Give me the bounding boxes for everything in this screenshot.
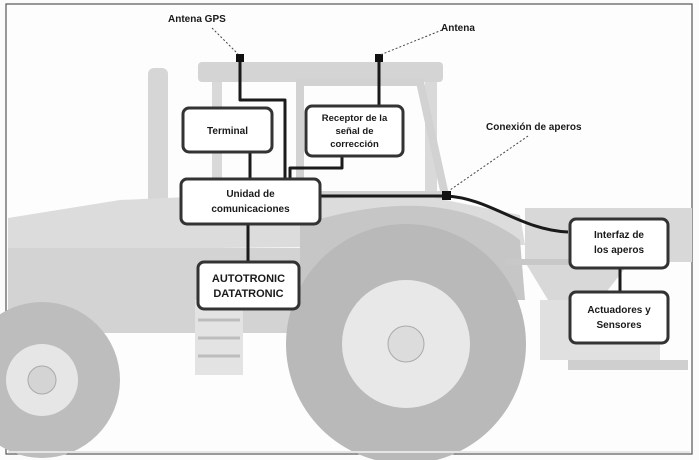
actuators-line-2: Sensores bbox=[596, 320, 641, 331]
terminal-box: Terminal bbox=[181, 106, 274, 154]
actuators-line-1: Actuadores y bbox=[587, 305, 651, 316]
unit-line-2: comunicaciones bbox=[211, 204, 290, 215]
interface-line-2: los aperos bbox=[594, 245, 644, 256]
interface-cable bbox=[445, 194, 569, 234]
unit-line-1: Unidad de bbox=[226, 189, 275, 200]
gps-antenna-node bbox=[236, 54, 244, 62]
autotronic-line-2: DATATRONIC bbox=[213, 288, 283, 300]
implement-connector-node bbox=[442, 191, 451, 200]
terminal-label: Terminal bbox=[207, 126, 248, 137]
interface-line-1: Interfaz de bbox=[594, 230, 644, 241]
receiver-line-1: Receptor de la bbox=[322, 113, 388, 124]
gps-antenna-label: Antena GPS bbox=[168, 14, 226, 25]
antenna-node bbox=[375, 54, 383, 62]
autotronic-line-1: AUTOTRONIC bbox=[212, 273, 285, 285]
tractor-illustration bbox=[0, 62, 692, 460]
gps-cable bbox=[238, 58, 287, 180]
actuators-sensors-box: Actuadores y Sensores bbox=[568, 290, 670, 345]
communications-unit-box: Unidad de comunicaciones bbox=[179, 177, 322, 226]
autotronic-box: AUTOTRONIC DATATRONIC bbox=[196, 260, 301, 311]
antenna-label: Antena bbox=[441, 23, 475, 34]
correction-receiver-box: Receptor de la señal de corrección bbox=[304, 104, 405, 158]
receiver-line-2: señal de bbox=[335, 126, 373, 137]
implement-connection-label: Conexión de aperos bbox=[486, 122, 582, 133]
receiver-line-3: corrección bbox=[330, 139, 379, 150]
antenna-leader-line bbox=[379, 29, 443, 56]
implement-interface-box: Interfaz de los aperos bbox=[568, 217, 670, 270]
cable-network bbox=[238, 58, 622, 292]
receiver-cable bbox=[288, 155, 344, 180]
